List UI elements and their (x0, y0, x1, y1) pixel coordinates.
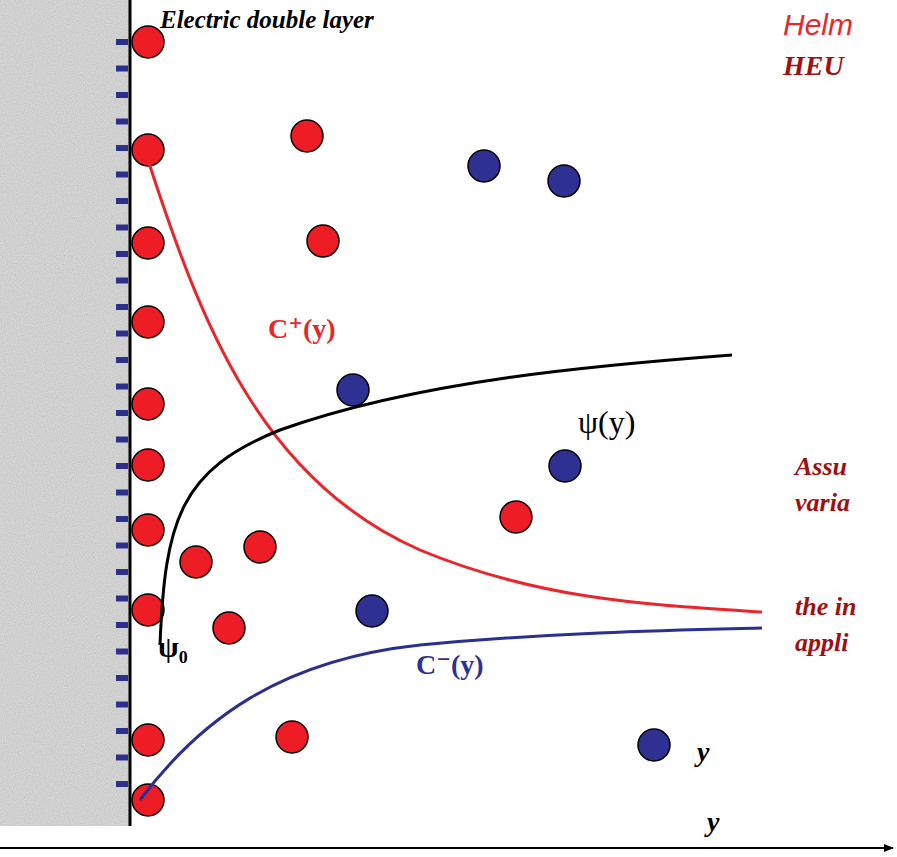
cation (132, 449, 164, 481)
cation (244, 531, 276, 563)
cation (132, 514, 164, 546)
negative-charge (116, 39, 128, 45)
negative-charge (116, 675, 128, 681)
negative-charge (116, 172, 128, 178)
anion (337, 374, 369, 406)
negative-charge (116, 278, 128, 284)
axis-label: y (697, 736, 709, 768)
negative-charge (116, 463, 128, 469)
cation (132, 306, 164, 338)
negative-charge (116, 569, 128, 575)
note-fragment: Assu (795, 452, 847, 482)
negative-charge (116, 702, 128, 708)
negative-charge (116, 251, 128, 257)
negative-charge (116, 331, 128, 337)
negative-charge (116, 410, 128, 416)
heading-fragment: Helm (783, 8, 853, 42)
negative-charge (116, 596, 128, 602)
axis-label: y (707, 806, 719, 838)
negative-charge (116, 225, 128, 231)
potential-label: ψ(y) (578, 404, 635, 441)
cation (132, 724, 164, 756)
y-axis (0, 847, 893, 849)
negative-charge (116, 490, 128, 496)
cation (291, 120, 323, 152)
anion-label: C⁻(y) (416, 648, 484, 681)
negative-charge (116, 755, 128, 761)
anion (638, 729, 670, 761)
heading-fragment: HEU (783, 50, 844, 82)
diagram-title: Electric double layer (160, 6, 374, 34)
negative-charge (116, 437, 128, 443)
negative-charge (116, 66, 128, 72)
negative-charge (116, 304, 128, 310)
surface-charges (116, 39, 128, 787)
negative-charge (116, 357, 128, 363)
negative-charge (116, 622, 128, 628)
potential-curve (160, 355, 732, 645)
surface-potential-label: ψ₀ (158, 630, 188, 664)
note-fragment: varia (795, 488, 850, 518)
negative-charge (116, 198, 128, 204)
negative-charge (116, 649, 128, 655)
wall-texture (0, 0, 129, 826)
note-fragment: the in (795, 592, 856, 622)
negative-charge (116, 781, 128, 787)
anion (356, 595, 388, 627)
electrode-wall (0, 0, 129, 826)
anion-curve (140, 628, 762, 800)
negative-charge (116, 728, 128, 734)
cation (500, 501, 532, 533)
cation (276, 721, 308, 753)
negative-charge (116, 516, 128, 522)
cation-label: C⁺(y) (268, 312, 336, 345)
anion (468, 150, 500, 182)
ions (132, 26, 670, 816)
cation (132, 26, 164, 58)
cation (307, 225, 339, 257)
anion (549, 450, 581, 482)
cation (180, 546, 212, 578)
cation (132, 594, 164, 626)
negative-charge (116, 543, 128, 549)
cation (132, 388, 164, 420)
surface-line (129, 0, 132, 826)
anion (548, 165, 580, 197)
negative-charge (116, 384, 128, 390)
cation (132, 227, 164, 259)
negative-charge (116, 92, 128, 98)
negative-charge (116, 119, 128, 125)
note-fragment: appli (795, 628, 848, 658)
cation (213, 612, 245, 644)
negative-charge (116, 145, 128, 151)
